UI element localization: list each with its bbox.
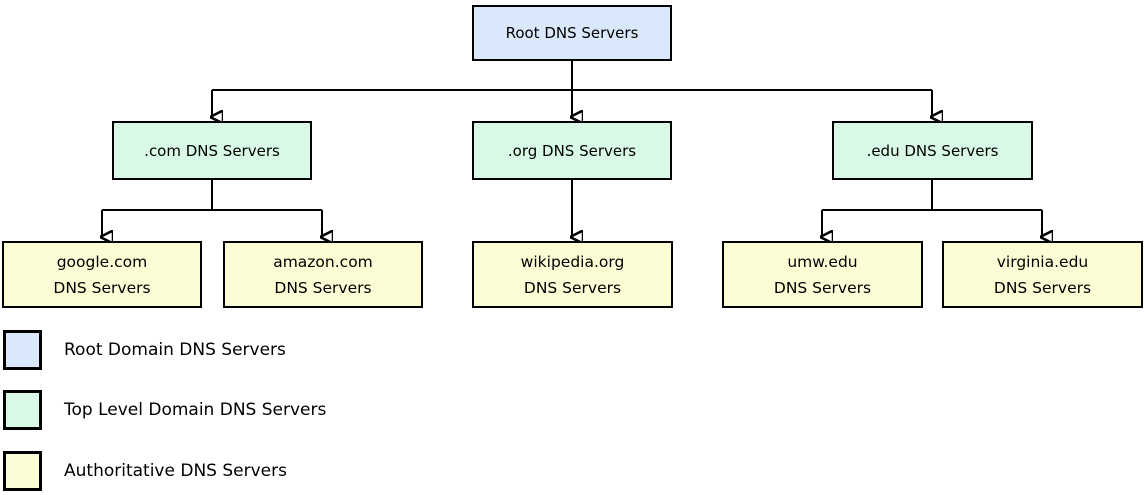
- node-edu-dns-servers: .edu DNS Servers: [832, 121, 1033, 180]
- legend-label-top-level-domain: Top Level Domain DNS Servers: [64, 400, 327, 420]
- node-virginia-dns-servers: virginia.edu DNS Servers: [942, 241, 1143, 308]
- legend-label-root-domain: Root Domain DNS Servers: [64, 340, 286, 360]
- legend-swatch-authoritative: [3, 451, 42, 491]
- legend-label-authoritative: Authoritative DNS Servers: [64, 461, 287, 481]
- legend-swatch-root-domain: [3, 330, 42, 370]
- legend-swatch-top-level-domain: [3, 390, 42, 430]
- connector-edu-bus: [822, 180, 1042, 211]
- node-root-dns-servers: Root DNS Servers: [472, 5, 672, 61]
- connector-com-bus: [102, 180, 322, 211]
- node-org-dns-servers: .org DNS Servers: [472, 121, 672, 180]
- node-umw-dns-servers: umw.edu DNS Servers: [722, 241, 923, 308]
- node-google-dns-servers: google.com DNS Servers: [2, 241, 202, 308]
- connector-root-bus: [212, 61, 932, 91]
- legend-row-top-level-domain: Top Level Domain DNS Servers: [3, 390, 326, 430]
- legend-row-root-domain: Root Domain DNS Servers: [3, 330, 286, 370]
- legend-row-authoritative: Authoritative DNS Servers: [3, 451, 287, 491]
- node-wikipedia-dns-servers: wikipedia.org DNS Servers: [472, 241, 673, 308]
- node-com-dns-servers: .com DNS Servers: [112, 121, 312, 180]
- node-amazon-dns-servers: amazon.com DNS Servers: [223, 241, 423, 308]
